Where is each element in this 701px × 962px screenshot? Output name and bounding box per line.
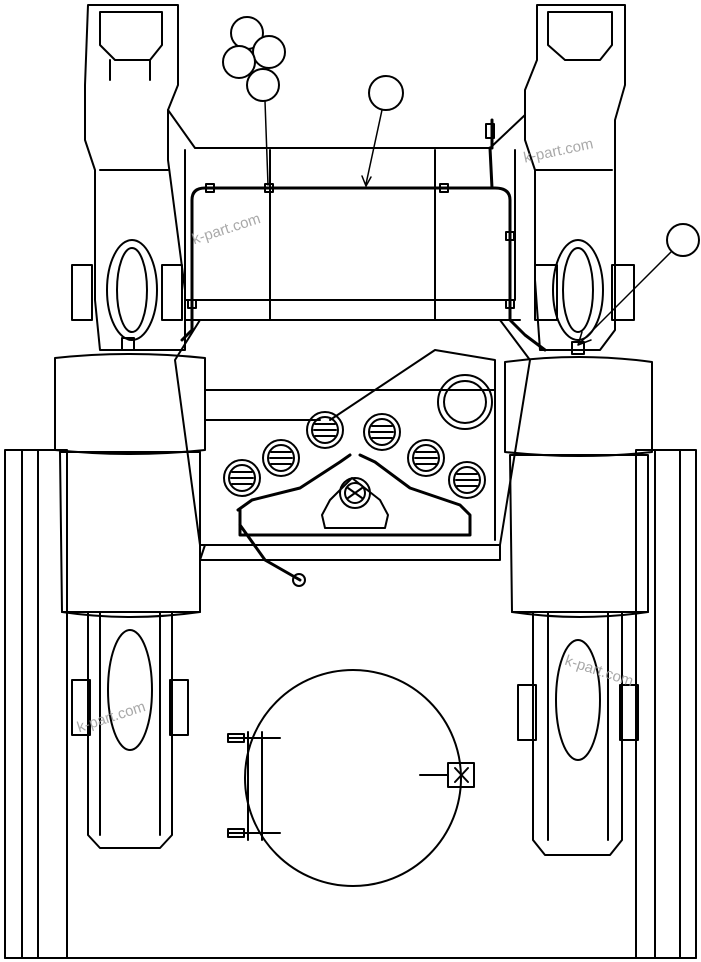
lower-left-arm <box>71 611 189 849</box>
callout-bubble-2 <box>252 35 286 69</box>
callout-bubble-5 <box>368 75 404 111</box>
upper-right-arm <box>524 4 635 351</box>
port-5 <box>407 439 445 477</box>
callout-bubble-3 <box>222 45 256 79</box>
inspection-cover <box>227 669 475 887</box>
callout-bubble-6 <box>666 223 700 257</box>
swivel-joint <box>321 477 389 529</box>
leader-lines <box>264 100 672 346</box>
lower-right-arm <box>517 611 639 856</box>
right-cylinder <box>504 356 653 618</box>
left-cylinder <box>54 353 206 618</box>
callout-bubble-4 <box>246 68 280 102</box>
wiring-harness <box>180 118 547 582</box>
left-track-frame <box>4 449 68 959</box>
main-body <box>174 319 531 561</box>
upper-cross-member <box>167 109 526 321</box>
port-4 <box>363 413 401 451</box>
large-port <box>437 374 493 430</box>
port-6 <box>448 461 486 499</box>
port-1 <box>223 459 261 497</box>
callouts <box>222 16 700 257</box>
upper-left-arm <box>71 4 186 351</box>
hose-clamps <box>121 123 585 587</box>
right-track-frame <box>635 449 697 959</box>
manifold-ports <box>223 374 493 499</box>
port-2 <box>262 439 300 477</box>
port-3 <box>306 411 344 449</box>
